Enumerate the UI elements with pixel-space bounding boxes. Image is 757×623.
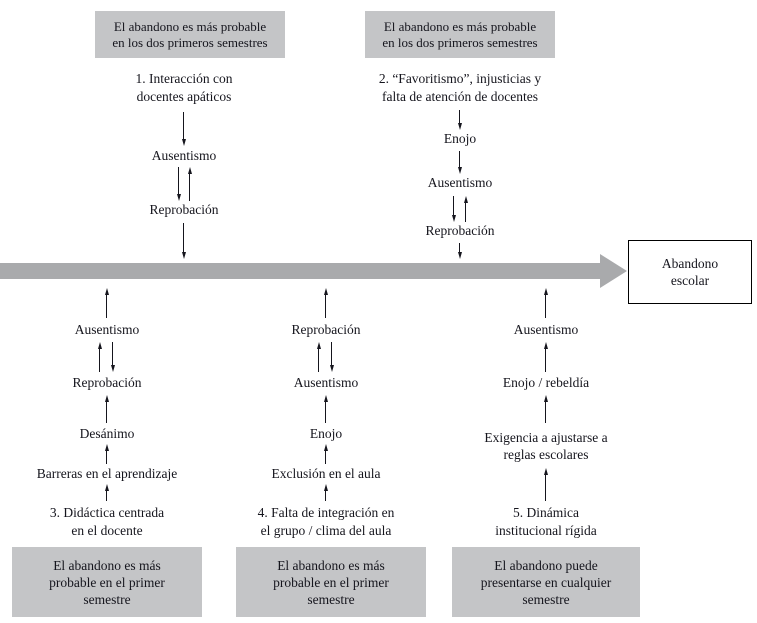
step-label: Ausentismo xyxy=(293,375,359,390)
up-arrow-icon xyxy=(463,196,468,222)
up-arrow-icon xyxy=(323,395,328,423)
header-line: El abandono es más probable xyxy=(113,18,267,34)
header-line: en los dos primeros semestres xyxy=(382,34,538,50)
footer-line: probable en el primer xyxy=(273,574,389,590)
step-label: Reprobación xyxy=(425,223,495,238)
step-label: Ausentismo xyxy=(427,175,493,190)
down-arrow-icon xyxy=(457,151,462,174)
down-arrow-icon xyxy=(181,112,186,146)
up-arrow-icon xyxy=(543,395,548,423)
step-label: Barreras en el aprendizaje xyxy=(36,466,178,481)
footer-line: semestre xyxy=(83,591,131,607)
cause-label-path2: 2. “Favoritismo”, injusticias y falta de… xyxy=(378,71,542,104)
cause-label-path5: 5. Dinámica institucional rígida xyxy=(495,505,597,538)
down-arrow-icon xyxy=(457,243,462,259)
step-label: Exclusión en el aula xyxy=(271,466,381,481)
step-label: Enojo xyxy=(443,131,477,146)
down-arrow-icon xyxy=(176,167,181,201)
up-arrow-icon xyxy=(543,342,548,372)
footer-box-path4: El abandono es más probable en el primer… xyxy=(236,547,426,617)
header-line: en los dos primeros semestres xyxy=(112,34,268,50)
step-label: Enojo / rebeldía xyxy=(502,375,590,390)
step-label: Exigencia a ajustarse a reglas escolares xyxy=(484,430,608,462)
footer-line: El abandono es más xyxy=(277,557,385,573)
footer-line: El abandono puede xyxy=(494,557,598,573)
up-arrow-icon xyxy=(104,288,109,318)
down-arrow-icon xyxy=(451,196,456,222)
cause-label-path3: 3. Didáctica centrada en el docente xyxy=(49,505,165,538)
up-arrow-icon xyxy=(104,395,109,423)
timeline-arrow xyxy=(0,263,600,279)
up-arrow-icon xyxy=(543,288,548,318)
up-arrow-icon xyxy=(104,484,109,501)
up-arrow-icon xyxy=(323,444,328,464)
step-label: Ausentismo xyxy=(513,322,579,337)
step-label: Reprobación xyxy=(149,202,219,217)
up-arrow-icon xyxy=(543,468,548,501)
up-arrow-icon xyxy=(97,342,102,372)
outcome-line: escolar xyxy=(670,273,710,288)
footer-box-path5: El abandono puede presentarse en cualqui… xyxy=(452,547,640,617)
header-box-path2: El abandono es más probable en los dos p… xyxy=(365,11,555,58)
footer-line: semestre xyxy=(307,591,355,607)
down-arrow-icon xyxy=(181,223,186,259)
footer-line: El abandono es más xyxy=(53,557,161,573)
up-arrow-icon xyxy=(187,167,192,201)
down-arrow-icon xyxy=(329,342,334,372)
outcome-line: Abandono xyxy=(661,255,719,271)
header-line: El abandono es más probable xyxy=(383,18,537,34)
step-label: Desánimo xyxy=(79,426,135,441)
down-arrow-icon xyxy=(110,342,115,372)
step-label: Ausentismo xyxy=(74,322,140,337)
footer-line: semestre xyxy=(522,591,570,607)
step-label: Reprobación xyxy=(291,322,361,337)
up-arrow-icon xyxy=(316,342,321,372)
header-box-path1: El abandono es más probable en los dos p… xyxy=(95,11,285,58)
up-arrow-icon xyxy=(104,444,109,464)
up-arrow-icon xyxy=(323,288,328,318)
step-label: Reprobación xyxy=(72,375,142,390)
outcome-box: Abandono escolar xyxy=(628,240,752,304)
timeline-arrowhead-icon xyxy=(600,254,627,288)
footer-line: presentarse en cualquier xyxy=(480,574,612,590)
footer-box-path3: El abandono es más probable en el primer… xyxy=(12,547,202,617)
step-label: Enojo xyxy=(309,426,343,441)
cause-label-path4: 4. Falta de integración en el grupo / cl… xyxy=(257,505,395,538)
footer-line: probable en el primer xyxy=(49,574,165,590)
step-label: Ausentismo xyxy=(151,148,217,163)
cause-label-path1: 1. Interacción con docentes apáticos xyxy=(135,71,233,104)
up-arrow-icon xyxy=(323,484,328,501)
down-arrow-icon xyxy=(457,110,462,130)
